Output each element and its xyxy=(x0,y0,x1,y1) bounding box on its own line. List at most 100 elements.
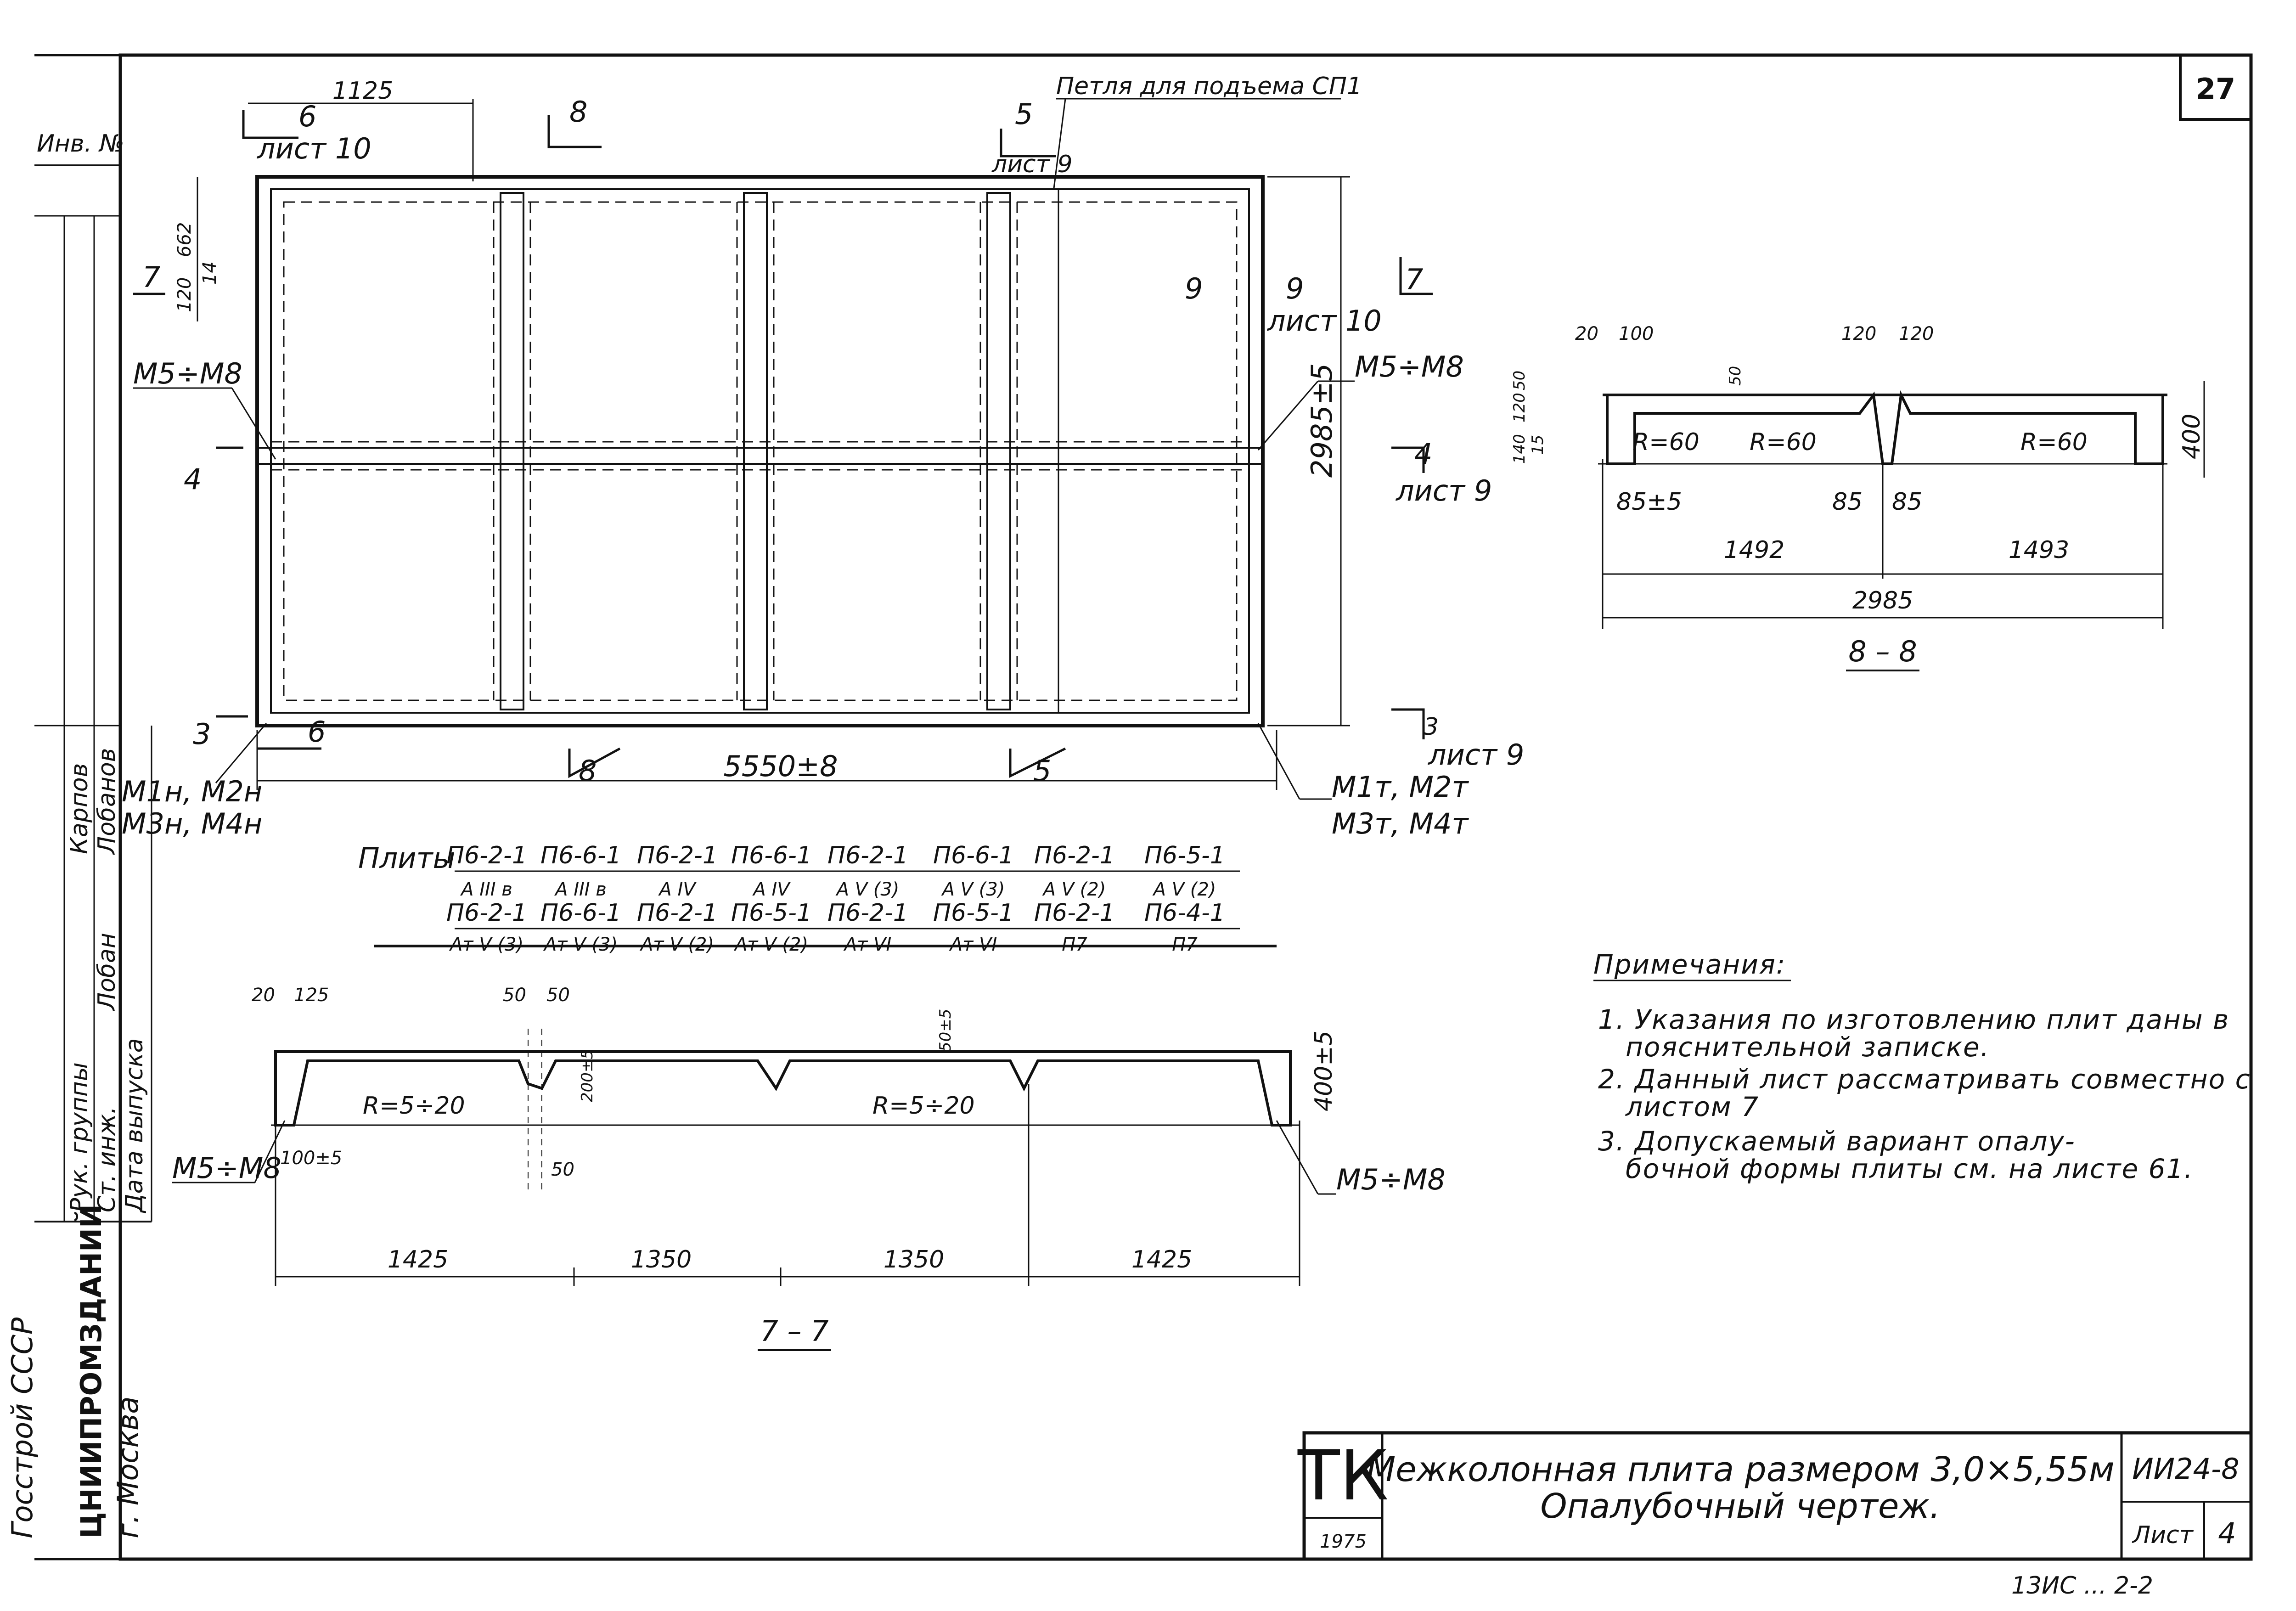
s77-bottom-dim-2: 50 xyxy=(551,1159,574,1180)
plate-r2-num-6: П6-5-1 xyxy=(933,899,1014,927)
plan-edge-dim-3: 14 xyxy=(199,261,220,285)
s88-left-dim-1: 140 xyxy=(1510,434,1529,464)
plan-edge-dim-2: 120 xyxy=(174,277,195,312)
plate-r2-num-4: П6-5-1 xyxy=(731,899,812,927)
institute-city: г. Москва xyxy=(111,1397,145,1539)
s88-top-dim-1: 20 xyxy=(1575,323,1598,344)
sheet-number: 4 xyxy=(2218,1516,2236,1550)
section-9-right: 9 xyxy=(1286,272,1304,305)
s88-rib-dim: 50 xyxy=(1726,366,1745,386)
sheet-frame: 27 xyxy=(34,53,2253,1561)
plate-r2-den-2: Ат V (3) xyxy=(543,934,618,955)
release-date-label: Дата выпуска xyxy=(121,1038,148,1213)
plan-embedded-left: М5÷М8 xyxy=(133,357,242,390)
plate-r1-den-8: А V (2) xyxy=(1152,879,1216,900)
s77-radius-1: R=5÷20 xyxy=(363,1092,465,1120)
plan-section-marks xyxy=(133,110,1433,778)
note-2-line-1: 2. Данный лист рассматривать совместно с xyxy=(1598,1064,2251,1095)
plate-r1-num-6: П6-6-1 xyxy=(933,842,1014,869)
section-6-top: 6 xyxy=(298,100,316,133)
plan-parts-left-1: М1н, М2н xyxy=(122,775,262,808)
plate-r2-den-4: Ат V (2) xyxy=(733,934,808,955)
s88-title: 8 – 8 xyxy=(1848,635,1917,668)
section-7-right: 7 xyxy=(1405,263,1423,296)
section-8-8: 20 100 120 120 50 140 120 50 15 R=60 R=6… xyxy=(1510,323,2206,671)
section-3-right-sheet: лист 9 xyxy=(1428,738,1524,772)
plan-embedded-right: М5÷М8 xyxy=(1355,350,1464,383)
plate-r2-den-3: Ат V (2) xyxy=(639,934,714,955)
section-4-left: 4 xyxy=(184,462,202,496)
plate-r1-num-1: П6-2-1 xyxy=(446,842,527,869)
s77-span-3: 1350 xyxy=(884,1246,944,1273)
note-3-line-1: 3. Допускаемый вариант опалу- xyxy=(1598,1126,2076,1157)
plan-outline xyxy=(255,175,1265,727)
title-line-2: Опалубочный чертеж. xyxy=(1540,1487,1940,1526)
loop-label: Петля для подъема СП1 xyxy=(1056,73,1362,100)
section-6-top-sheet: лист 10 xyxy=(257,132,371,165)
section-5-bottom: 5 xyxy=(1033,754,1051,788)
s88-radius-3: R=60 xyxy=(2020,428,2088,456)
plan-overall-length: 5550±8 xyxy=(723,749,838,783)
note-2-line-2: листом 7 xyxy=(1625,1091,1759,1122)
section-9-right-sheet: лист 10 xyxy=(1267,304,1382,338)
note-3-line-2: бочной формы плиты см. на листе 61. xyxy=(1626,1153,2194,1184)
corner-number: 27 xyxy=(2196,72,2235,106)
s88-span-1: 1492 xyxy=(1724,536,1784,564)
plate-r2-num-1: П6-2-1 xyxy=(446,899,527,927)
plate-r2-den-8: П7 xyxy=(1172,934,1198,955)
plate-r2-den-1: Ат V (3) xyxy=(449,934,523,955)
s88-top-dim-3: 120 xyxy=(1841,323,1876,344)
s77-top-dim-4: 50 xyxy=(546,985,570,1006)
plate-r2-num-7: П6-2-1 xyxy=(1034,899,1115,927)
section-7-left: 7 xyxy=(142,260,160,294)
s77-embedded-right: М5÷М8 xyxy=(1336,1163,1446,1196)
plate-r2-den-6: Ат VI xyxy=(949,934,997,955)
left-margin-stamp: Инв. № Рук. группы Ст. инж. Дата выпуска… xyxy=(6,130,152,1538)
s88-total: 2985 xyxy=(1852,587,1913,614)
sheet-label: Лист xyxy=(2132,1521,2194,1549)
section-4-right: 4 xyxy=(1414,437,1432,471)
role-engineer: Ст. инж. xyxy=(93,1106,121,1212)
s88-span-2: 1493 xyxy=(2009,536,2069,564)
inv-number-label: Инв. № xyxy=(37,130,124,158)
drawing-code: ИИ24-8 xyxy=(2132,1452,2239,1486)
section-9-mark: 9 xyxy=(1185,272,1203,305)
section-5-top: 5 xyxy=(1015,97,1033,131)
s88-radius-2: R=60 xyxy=(1750,428,1817,456)
section-4-right-sheet: лист 9 xyxy=(1396,474,1492,507)
plan-overall-width: 2985±5 xyxy=(1305,363,1339,478)
s88-bottom-dim-3: 85 xyxy=(1892,488,1922,516)
s77-span-2: 1350 xyxy=(631,1246,692,1273)
plate-r2-num-2: П6-6-1 xyxy=(540,899,621,927)
plate-r1-den-3: А IV xyxy=(658,879,697,900)
plate-r1-den-4: А IV xyxy=(752,879,791,900)
plan-parts-right-2: М3т, М4т xyxy=(1332,807,1469,840)
section-6-bottom: 6 xyxy=(308,715,326,749)
plate-r1-num-3: П6-2-1 xyxy=(637,842,718,869)
s77-span-4: 1425 xyxy=(1131,1246,1192,1273)
plan-view: 5550±8 2985±5 1125 662 120 14 Петля для … xyxy=(122,73,1524,840)
title-line-1: Межколонная плита размером 3,0×5,55м xyxy=(1366,1450,2114,1489)
section-3-left: 3 xyxy=(193,717,211,751)
section-3-right: 3 xyxy=(1424,713,1439,741)
s77-radius-2: R=5÷20 xyxy=(872,1092,975,1120)
plate-r1-num-8: П6-5-1 xyxy=(1144,842,1225,869)
tk-label: ТК xyxy=(1297,1436,1389,1516)
s88-height: 400 xyxy=(2178,414,2206,459)
plan-parts-left-2: М3н, М4н xyxy=(122,807,262,840)
section-7-7: 20 125 50 50 50±5 200±5 R=5÷20 R=5÷20 40… xyxy=(172,985,1446,1351)
s88-top-dim-4: 120 xyxy=(1899,323,1934,344)
s77-bottom-dim-1: 100±5 xyxy=(280,1148,342,1169)
year-label: 1975 xyxy=(1320,1531,1367,1552)
notes-heading: Примечания: xyxy=(1593,949,1786,980)
role-group-head: Рук. группы xyxy=(66,1062,93,1212)
s77-embedded-left: М5÷М8 xyxy=(172,1151,281,1185)
plate-r2-num-3: П6-2-1 xyxy=(637,899,718,927)
plate-r1-den-2: А III в xyxy=(554,879,607,900)
bottom-fragment: 13ИС ... 2-2 xyxy=(2011,1572,2153,1600)
plate-r2-den-5: Ат VI xyxy=(843,934,892,955)
plate-r1-den-1: А III в xyxy=(460,879,512,900)
institute-name: ЦНИИПРОМЗДАНИЙ xyxy=(74,1204,108,1538)
section-8-top: 8 xyxy=(569,95,587,129)
